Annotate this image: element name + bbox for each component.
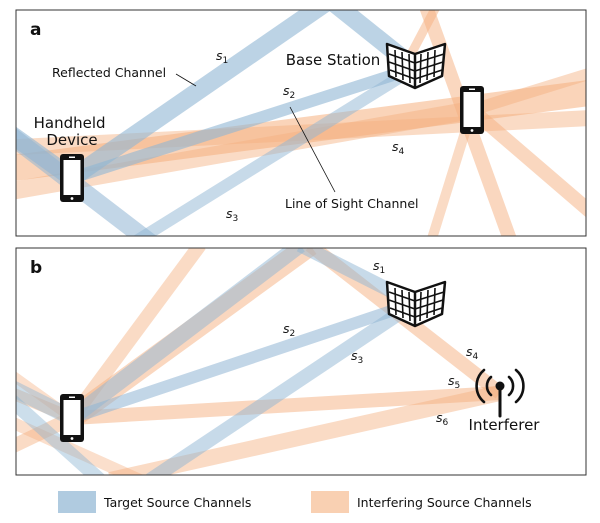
panel-b-channels	[16, 248, 505, 475]
panel-b: b Interferer s1 s2 s3 s4 s5 s6	[15, 247, 587, 476]
interferer-antenna-icon	[475, 368, 525, 418]
line-of-sight-pointer	[289, 106, 336, 193]
signal-label-b-s5: s5	[448, 373, 460, 391]
handheld-device-label: Handheld Device	[34, 114, 111, 149]
panel-a-signal-labels: s1 s2 s3 s4	[216, 48, 405, 224]
legend-target-label: Target Source Channels	[103, 495, 251, 510]
line-of-sight-label: Line of Sight Channel	[285, 196, 419, 211]
second-device-phone-icon	[460, 86, 484, 134]
panel-b-signal-labels: s1 s2 s3 s4 s5 s6	[283, 258, 479, 428]
legend: Target Source Channels Interfering Sourc…	[58, 491, 532, 513]
signal-label-b-s2: s2	[283, 321, 295, 339]
panel-a-label: a	[30, 20, 41, 40]
panel-b-target-beams	[16, 248, 419, 475]
signal-label-s4: s4	[392, 139, 405, 157]
legend-interfering-swatch	[311, 491, 349, 513]
panel-a: a Base Station Handheld Device Reflected…	[15, 9, 587, 237]
handheld-device-phone-icon	[60, 154, 84, 202]
reflected-channel-label: Reflected Channel	[52, 65, 166, 80]
base-station-label: Base Station	[286, 51, 381, 69]
signal-label-b-s6: s6	[436, 410, 449, 428]
legend-target-swatch	[58, 491, 96, 513]
interferer-label: Interferer	[469, 416, 541, 434]
signal-label-s3: s3	[226, 206, 238, 224]
reflected-channel-pointer	[175, 73, 197, 87]
signal-label-s2: s2	[283, 83, 295, 101]
handheld-device-phone-icon-b	[60, 394, 84, 442]
signal-label-b-s4: s4	[466, 344, 479, 362]
panel-a-frame	[15, 9, 587, 237]
panel-b-label: b	[30, 258, 42, 278]
signal-label-b-s1: s1	[373, 258, 385, 276]
signal-label-s1: s1	[216, 48, 228, 66]
legend-interfering-label: Interfering Source Channels	[357, 495, 532, 510]
signal-label-b-s3: s3	[351, 348, 363, 366]
panel-b-frame	[15, 247, 587, 476]
